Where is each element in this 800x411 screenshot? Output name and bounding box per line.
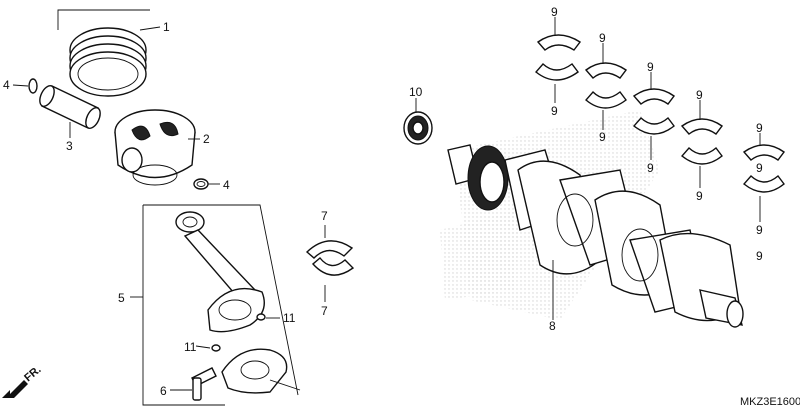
callout-9: 9 bbox=[647, 60, 654, 74]
callout-9: 9 bbox=[599, 130, 606, 144]
callout-9: 9 bbox=[756, 121, 763, 135]
connecting-rod-bearing bbox=[305, 240, 355, 276]
callout-labels: 1 2 3 4 4 5 6 7 7 8 10 11 11 9 9 9 9 9 9… bbox=[3, 5, 763, 398]
callout-9: 9 bbox=[696, 88, 703, 102]
dowel-pin-lower bbox=[211, 344, 221, 352]
piston-pin-clip-left bbox=[28, 78, 38, 94]
callout-11-lower: 11 bbox=[184, 340, 197, 354]
main-bearing-column-4 bbox=[680, 118, 723, 165]
piston-ring-set bbox=[57, 9, 150, 97]
piston-pin bbox=[39, 85, 101, 129]
callout-9: 9 bbox=[599, 31, 606, 45]
callout-3: 3 bbox=[66, 139, 73, 153]
callout-4-right: 4 bbox=[223, 178, 230, 192]
crankshaft bbox=[447, 144, 744, 328]
callout-9: 9 bbox=[756, 161, 763, 175]
connecting-rod-assembly bbox=[142, 204, 301, 406]
dowel-pin-upper bbox=[256, 313, 266, 321]
connecting-rod-bolt bbox=[191, 367, 217, 401]
main-bearing-column-2 bbox=[584, 62, 628, 109]
front-direction-arrow: FR. bbox=[2, 364, 44, 398]
callout-2: 2 bbox=[203, 132, 210, 146]
front-direction-label: FR. bbox=[22, 364, 43, 385]
callout-9: 9 bbox=[756, 249, 763, 263]
crankshaft-gear bbox=[403, 111, 433, 145]
callout-10: 10 bbox=[409, 85, 423, 99]
main-bearing-column-3 bbox=[632, 88, 675, 135]
callout-11-upper: 11 bbox=[283, 311, 296, 325]
callout-9: 9 bbox=[756, 223, 763, 237]
callout-6: 6 bbox=[160, 384, 167, 398]
main-bearing-column-1 bbox=[534, 34, 582, 81]
leader-lines bbox=[12, 17, 761, 391]
callout-9: 9 bbox=[551, 5, 558, 19]
callout-5: 5 bbox=[118, 291, 125, 305]
callout-4-left: 4 bbox=[3, 78, 10, 92]
callout-9: 9 bbox=[696, 189, 703, 203]
callout-7-lower: 7 bbox=[321, 304, 328, 318]
callout-9: 9 bbox=[647, 161, 654, 175]
callout-8: 8 bbox=[549, 319, 556, 333]
callout-1: 1 bbox=[163, 20, 170, 34]
callout-7-upper: 7 bbox=[321, 209, 328, 223]
piston-pin-clip-right bbox=[193, 178, 209, 190]
diagram-code: MKZ3E1600 bbox=[740, 396, 800, 408]
piston bbox=[114, 109, 196, 186]
main-bearing-column-5 bbox=[742, 144, 785, 193]
callout-9: 9 bbox=[551, 104, 558, 118]
